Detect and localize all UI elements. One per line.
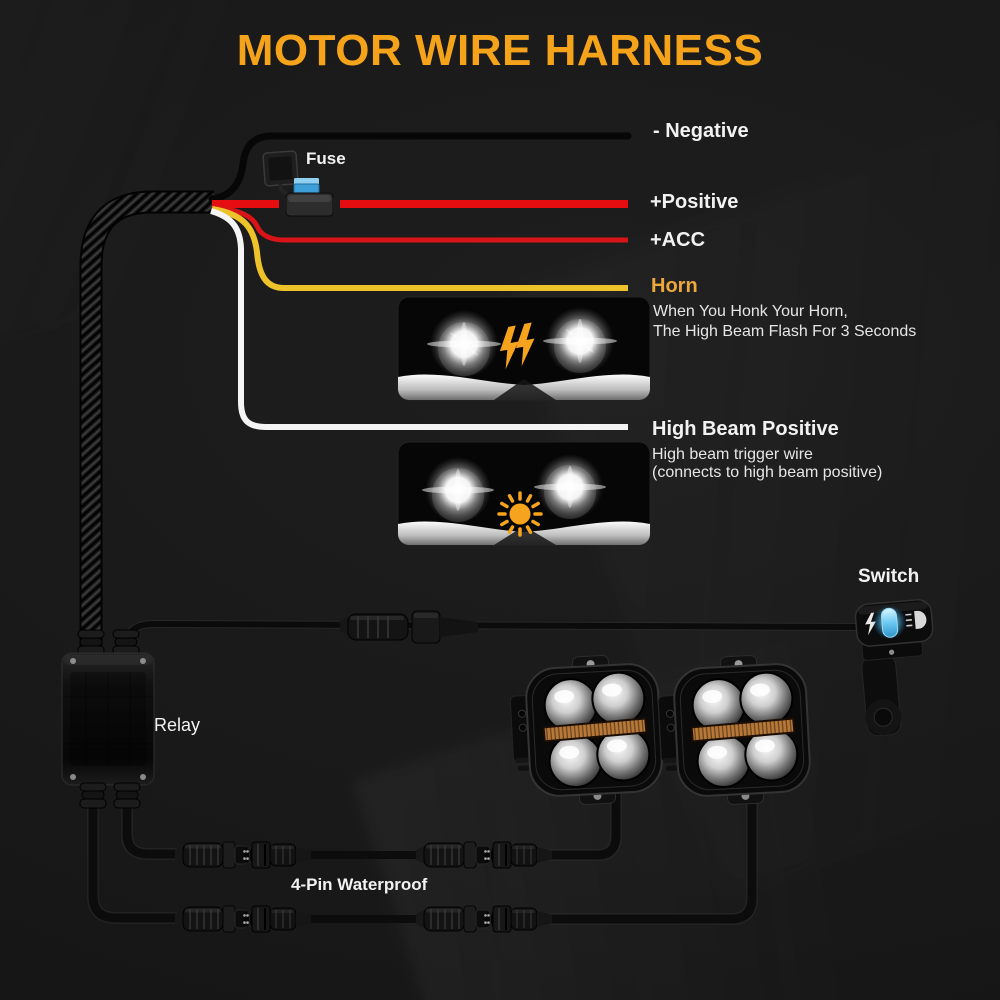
sun-icon bbox=[497, 491, 543, 537]
positive-label: +Positive bbox=[650, 191, 739, 213]
handlebar-switch bbox=[854, 599, 934, 737]
2pin-connector-pair bbox=[340, 610, 478, 644]
high-beam-icon bbox=[905, 610, 927, 630]
fuse-assembly bbox=[262, 150, 340, 217]
relay-box bbox=[61, 629, 155, 809]
switch-blue-button[interactable] bbox=[880, 607, 899, 638]
negative-wire bbox=[208, 132, 632, 203]
connector-label: 4-Pin Waterproof bbox=[291, 875, 428, 894]
fuse-blade-top bbox=[294, 178, 319, 185]
acc-wire bbox=[211, 204, 628, 243]
relay-top-ports bbox=[77, 629, 140, 656]
fuse-label: Fuse bbox=[306, 149, 346, 168]
switch-label: Switch bbox=[858, 566, 920, 587]
lightning-icon bbox=[865, 612, 876, 636]
switch-clamp-ring bbox=[865, 699, 902, 736]
relay-label: Relay bbox=[154, 715, 201, 735]
relay-bottom-ports bbox=[79, 782, 141, 809]
horn-description-line1: When You Honk Your Horn, bbox=[653, 303, 848, 320]
page-title: MOTOR WIRE HARNESS bbox=[236, 26, 764, 75]
main-harness-braid bbox=[79, 190, 214, 650]
horn-label: Horn bbox=[651, 275, 698, 297]
high-beam-wire bbox=[210, 208, 628, 430]
double-lightning-icon bbox=[499, 322, 535, 370]
switch-wire bbox=[122, 619, 861, 651]
relay-output-cables bbox=[87, 786, 758, 925]
horn-flash-photo bbox=[397, 296, 651, 401]
high-beam-description-line1: High beam trigger wire bbox=[652, 446, 813, 463]
horn-wire bbox=[211, 206, 628, 291]
horn-description-line2: The High Beam Flash For 3 Seconds bbox=[653, 323, 917, 340]
steady-on-photo bbox=[397, 441, 651, 546]
negative-label: - Negative bbox=[653, 120, 749, 142]
high-beam-label: High Beam Positive bbox=[652, 418, 839, 440]
acc-label: +ACC bbox=[650, 229, 706, 251]
high-beam-description-line2: (connects to high beam positive) bbox=[652, 464, 883, 481]
